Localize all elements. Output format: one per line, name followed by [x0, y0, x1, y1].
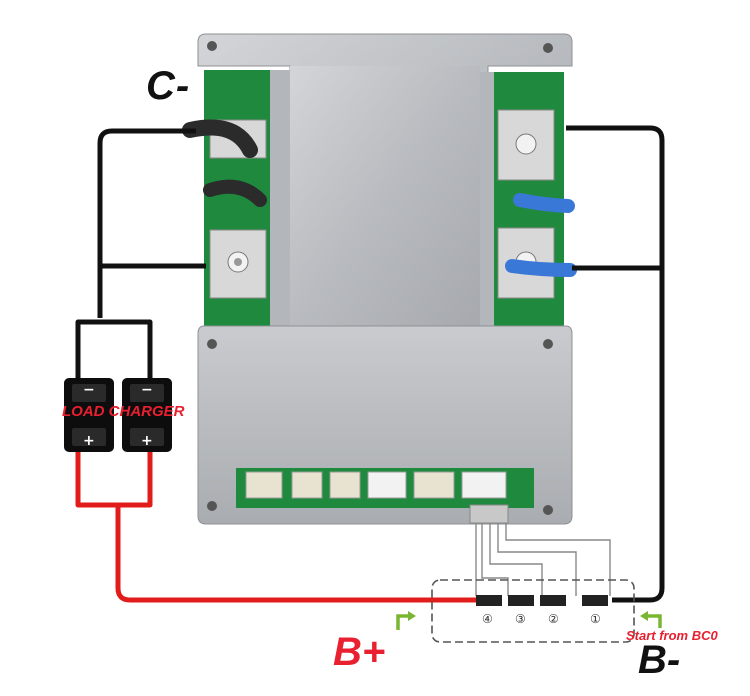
balance-wires: [475, 523, 611, 596]
blue-cable-stub: [505, 259, 577, 277]
black-cable-stub: [182, 119, 258, 158]
black-wires: [75, 125, 665, 603]
load-charger-label: LOAD CHARGER: [62, 403, 185, 420]
charger-plus-sign: +: [141, 433, 153, 449]
arrow-head-icon: [408, 611, 416, 621]
load-minus-sign: −: [83, 382, 95, 398]
start-note-label: Start from BC0: [626, 628, 718, 643]
charger-connector: [122, 378, 172, 452]
balance-lead-box: [431, 579, 635, 643]
load-connector: [64, 378, 114, 452]
bms-board: [182, 33, 577, 525]
balance-pin-label: ①: [590, 612, 601, 626]
c-minus-label: C-: [146, 64, 191, 108]
balance-pin-label: ④: [482, 612, 493, 626]
balance-pin-label: ②: [548, 612, 559, 626]
balance-pin-markers: [476, 595, 608, 606]
blue-cable-stub: [513, 193, 575, 213]
load-plus-sign: +: [83, 433, 95, 449]
arrow-head-icon: [640, 611, 648, 621]
red-wire: [75, 452, 478, 603]
b-plus-label: B+: [333, 630, 386, 674]
balance-plug: [469, 504, 509, 524]
balance-pin-label: ③: [515, 612, 526, 626]
black-cable-stub: [203, 179, 267, 207]
charger-minus-sign: −: [141, 382, 153, 398]
green-arrows: [396, 614, 662, 630]
b-minus-label: B-: [638, 638, 681, 682]
